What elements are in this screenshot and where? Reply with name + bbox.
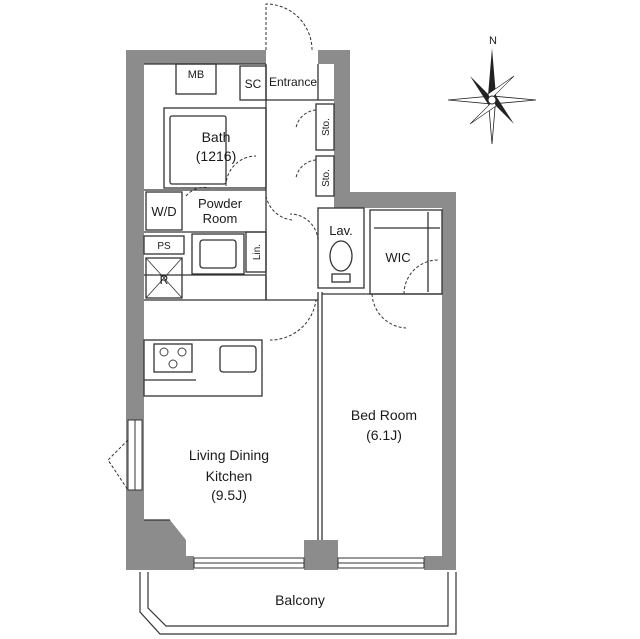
- interior-partitions: [143, 63, 443, 540]
- entrance-label: Entrance: [269, 75, 317, 89]
- wic-label: WIC: [385, 250, 410, 265]
- ldk-label-line2: Kitchen: [206, 468, 253, 484]
- refrigerator-label: R: [160, 273, 169, 287]
- powder-room-label-line1: Powder: [198, 196, 243, 211]
- ldk-size-label: (9.5J): [211, 487, 247, 503]
- bedroom-size-label: (6.1J): [366, 427, 402, 443]
- room-labels: N MB SC Entrance Sto. Sto. Bath (1216) W…: [151, 35, 497, 608]
- lav-label: Lav.: [329, 223, 353, 238]
- door-swings: [107, 3, 439, 491]
- bath-size-label: (1216): [196, 148, 236, 164]
- ps-label: PS: [157, 241, 171, 252]
- ldk-label-line1: Living Dining: [189, 447, 269, 463]
- cooktop-burner-icons: [159, 347, 187, 369]
- sc-label: SC: [245, 77, 262, 91]
- balcony-label: Balcony: [275, 592, 325, 608]
- mb-label: MB: [188, 69, 205, 81]
- balcony-outline: [139, 572, 457, 635]
- storage-lower-label: Sto.: [321, 169, 332, 187]
- storage-upper-label: Sto.: [321, 118, 332, 136]
- bedroom-label: Bed Room: [351, 407, 417, 423]
- wd-label: W/D: [151, 204, 176, 219]
- bath-label: Bath: [202, 129, 231, 145]
- powder-room-label-line2: Room: [203, 211, 238, 226]
- compass-rose-icon: [447, 48, 537, 145]
- exterior-walls: [126, 50, 456, 570]
- north-label: N: [489, 35, 497, 47]
- windows: [127, 419, 425, 569]
- lin-label: Lin.: [252, 244, 263, 260]
